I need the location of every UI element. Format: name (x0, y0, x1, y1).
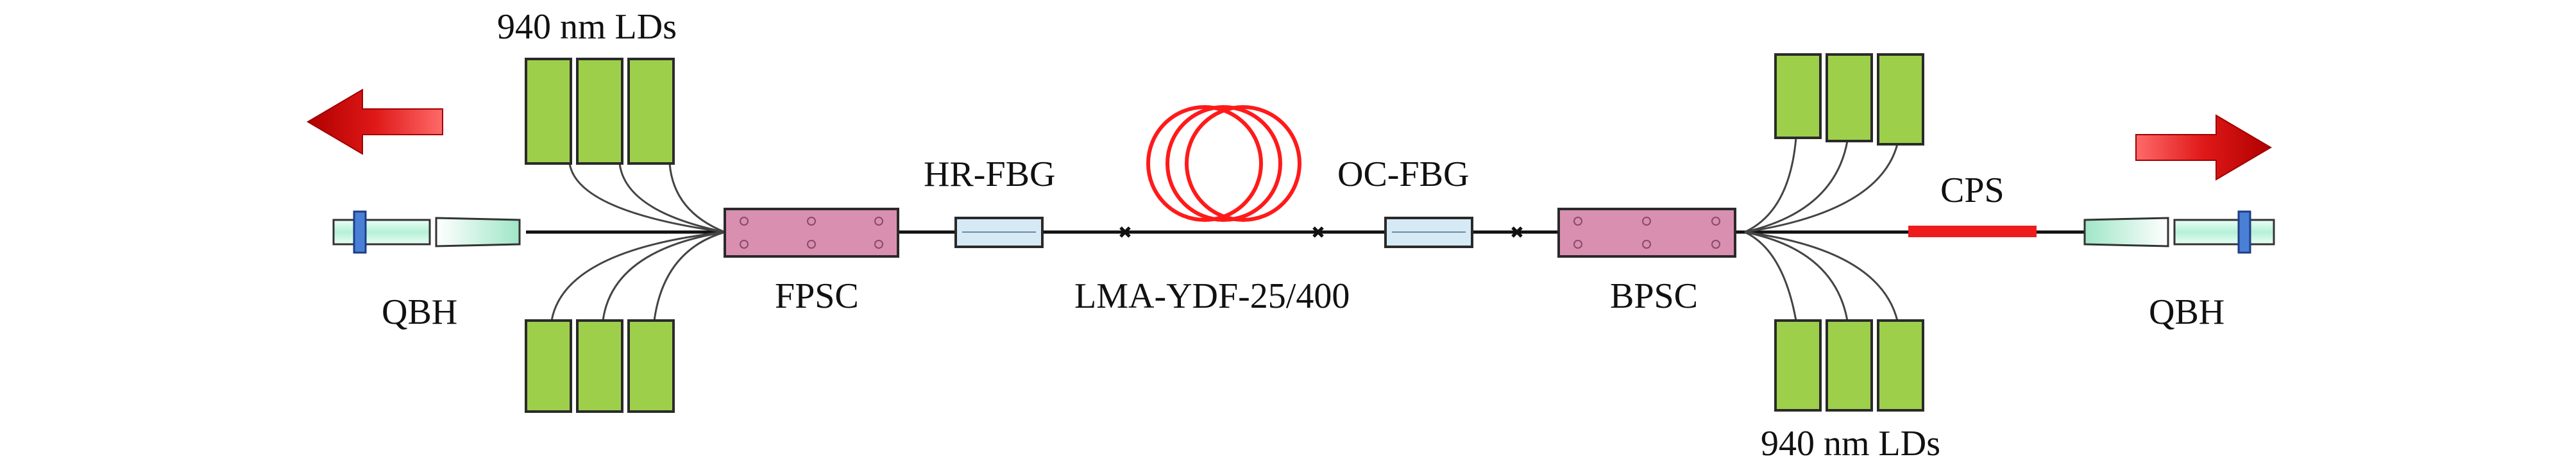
bpsc-combiner (1557, 208, 1736, 258)
x-mark-icon (1312, 226, 1324, 238)
label-qbh-left: QBH (382, 292, 457, 332)
oc-fbg (1384, 217, 1473, 248)
label-bpsc: BPSC (1610, 276, 1698, 316)
label-hr-fbg: HR-FBG (924, 155, 1055, 194)
fiber-coil-icon (1146, 105, 1301, 222)
arrow-right-icon (2135, 114, 2272, 181)
label-fiber: LMA-YDF-25/400 (1074, 276, 1350, 316)
label-ld-top-left: 940 nm LDs (497, 7, 677, 47)
label-fpsc: FPSC (775, 276, 859, 316)
fpsc-combiner (724, 208, 899, 258)
label-ld-bottom-right: 940 nm LDs (1761, 424, 1940, 464)
ld-array-top-left (525, 58, 675, 165)
qbh-left (332, 210, 521, 254)
label-cps: CPS (1940, 171, 2004, 210)
qbh-right (2083, 210, 2275, 254)
arrow-left-icon (307, 88, 443, 155)
pump-fibers-right (1744, 137, 1899, 321)
pump-fibers-left (550, 163, 725, 321)
label-qbh-right: QBH (2149, 292, 2224, 332)
cps-element (1908, 226, 2037, 237)
x-mark-icon (1119, 226, 1131, 238)
x-mark-icon (1511, 226, 1523, 238)
hr-fbg (954, 217, 1044, 248)
ld-array-top-right (1774, 53, 1924, 146)
ld-array-bottom-left (525, 319, 675, 413)
ld-array-bottom-right (1774, 319, 1924, 412)
label-oc-fbg: OC-FBG (1337, 155, 1469, 194)
